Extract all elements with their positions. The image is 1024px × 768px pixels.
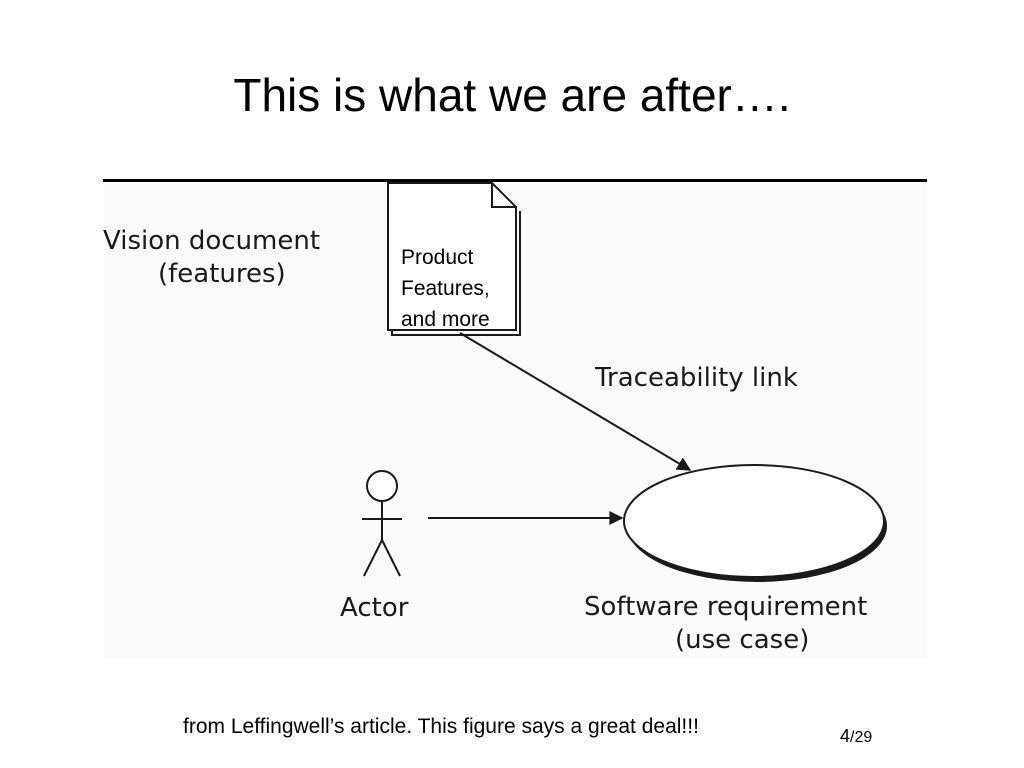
slide-title: This is what we are after…. [233,69,791,121]
actor-label: Actor [340,593,409,623]
actor-icon [362,470,402,577]
traceability-link-label: Traceability link [594,363,798,393]
doc-text-line1: Product [401,246,474,269]
vision-document-label: Vision document [103,226,320,256]
page-total: /29 [850,729,873,746]
use-case-sublabel: (use case) [675,625,809,655]
document-icon [387,182,521,336]
page-number: 4/29 [840,726,872,747]
traceability-arrow [459,332,692,471]
use-case-label: Software requirement [584,592,867,622]
footer-note: from Leffingwell’s article. This figure … [183,715,699,738]
use-case-ellipse [623,464,887,582]
title-divider [103,179,927,182]
vision-document-sublabel: (features) [158,259,286,289]
doc-text-line3: and more [401,308,490,331]
doc-text-line2: Features, [401,277,490,300]
page-current: 4 [840,726,851,746]
